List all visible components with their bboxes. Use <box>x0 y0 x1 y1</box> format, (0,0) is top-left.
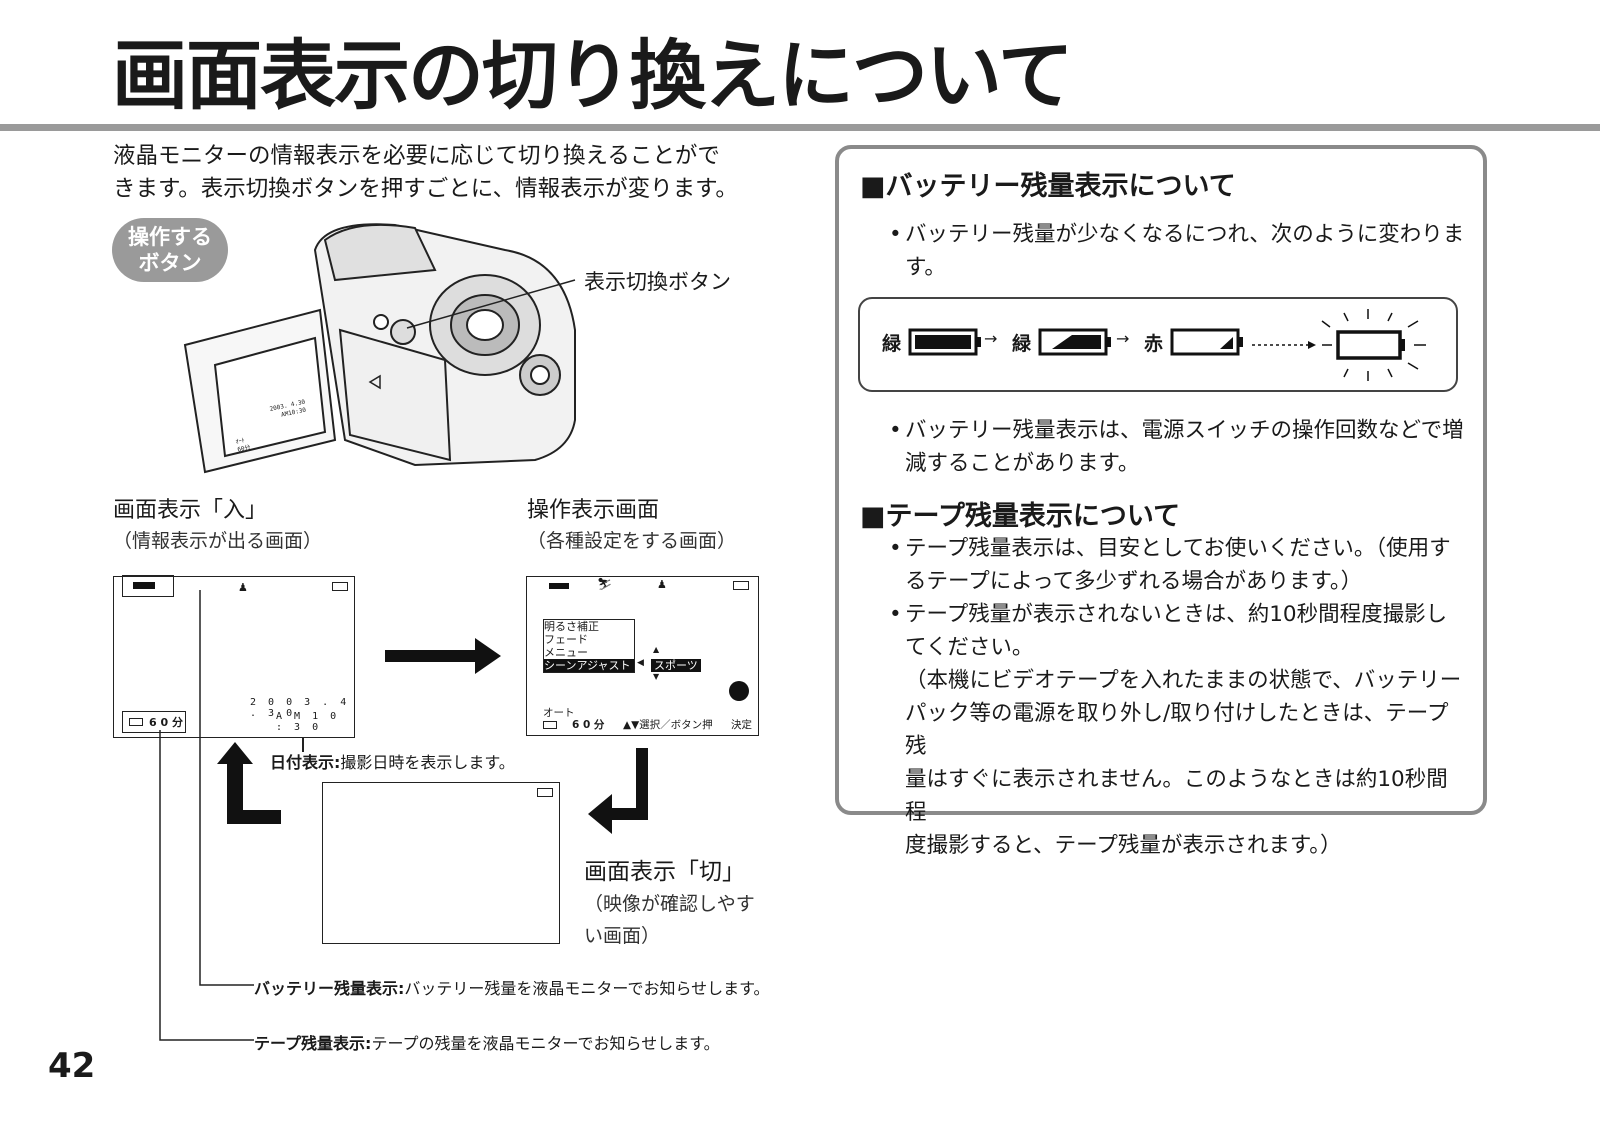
screen-off-subheading: （映像が確認しやす い画面） <box>584 888 755 952</box>
tape-heading: ■テープ残量表示について <box>860 501 1181 532</box>
date-note-label: 日付表示: <box>270 753 341 772</box>
tape-note-label: テープ残量表示: <box>254 1034 372 1053</box>
bullet-line: テープ残量表示は、目安としてお使いください。（使用す <box>905 536 1451 561</box>
info-box <box>835 145 1487 815</box>
battery-level-label: 赤 <box>1144 333 1164 355</box>
menu-item: フェード <box>544 633 588 646</box>
left-triangle-icon: ◀ <box>637 658 644 668</box>
tape-cassette-icon <box>129 718 143 726</box>
menu-screen-subheading: （各種設定をする画面） <box>527 530 737 552</box>
date-callout-tick <box>302 738 304 752</box>
battery-note-text: バッテリー残量を液晶モニターでお知らせします。 <box>404 979 770 998</box>
intro-line: 液晶モニターの情報表示を必要に応じて切り換えることがで <box>113 143 720 169</box>
battery-level-label: 緑 <box>1012 333 1032 355</box>
battery-indicator-frame <box>122 575 174 597</box>
bullet-line: バッテリー残量表示は、電源スイッチの操作回数などで増 <box>905 418 1464 443</box>
arrow-up-icon <box>217 742 281 824</box>
joystick-icon <box>729 681 749 701</box>
operation-button-badge: 操作する ボタン <box>112 218 228 282</box>
down-triangle-icon: ▼ <box>653 672 660 681</box>
battery-level-label: 緑 <box>882 333 902 355</box>
bullet-line: パック等の電源を取り外し/取り付けしたときは、テープ残 <box>905 701 1449 759</box>
cassette-icon <box>332 582 348 591</box>
battery-empty-blinking-icon <box>1252 309 1426 381</box>
camcorder-illustration: 2003. 4.30 AM10:30 ｵｰﾄ 60分 <box>183 223 576 474</box>
tape-indicator-frame: 6 0 分 <box>122 711 186 733</box>
tape-bullet-1: • テープ残量表示は、目安としてお使いください。（使用す るテープによって多少ず… <box>889 532 1465 598</box>
bullet-line: バッテリー残量が少なくなるにつれ、次のように変わりま <box>905 222 1465 247</box>
date-note-text: 撮影日時を表示します。 <box>340 753 515 772</box>
battery-low-icon <box>1170 328 1243 356</box>
arrow-icon: → <box>1116 329 1130 348</box>
page-number: 42 <box>48 1046 96 1086</box>
menu-item: 明るさ補正 <box>544 620 599 633</box>
battery-bullet-1: • バッテリー残量が少なくなるにつれ、次のように変わりま す。 <box>889 218 1465 284</box>
camera-lcd-tape: 60分 <box>237 443 252 454</box>
screen-on-heading: 画面表示「入」 <box>113 498 268 523</box>
bullet-line: テープ残量が表示されないときは、約10秒間程度撮影し <box>905 602 1448 627</box>
screen-on-date: 2 0 0 3 . 4 . 3 0 <box>250 697 350 719</box>
battery-note-label: バッテリー残量表示: <box>254 979 405 998</box>
menu-tape-remaining: 6 0 分 <box>572 719 605 731</box>
bullet-line: 度撮影すると、テープ残量が表示されます。） <box>905 833 1342 858</box>
arrow-right-icon <box>385 638 501 674</box>
screen-on-subheading: （情報表示が出る画面） <box>113 530 323 552</box>
arrow-down-left-icon <box>588 748 648 834</box>
screen-on-time: A M 1 0 : 3 0 <box>276 711 340 733</box>
bullet-line: 量はすぐに表示されません。このようなときは約10秒間程 <box>905 767 1448 825</box>
battery-half-icon <box>1038 328 1111 356</box>
intro-line: きます。表示切換ボタンを押すごとに、情報表示が変ります。 <box>113 176 738 202</box>
badge-line: 操作する <box>128 225 212 249</box>
bullet-line: 減することがあります。 <box>905 451 1140 476</box>
bullet-line: るテープによって多少ずれる場合があります。） <box>905 569 1363 594</box>
menu-decide: 決定 <box>731 719 752 731</box>
bullet-line: （本機にビデオテープを入れたままの状態で、バッテリー <box>905 668 1462 693</box>
cassette-icon <box>733 581 749 590</box>
badge-line: ボタン <box>138 251 202 275</box>
arrow-icon: → <box>984 329 998 348</box>
battery-icon <box>133 582 155 589</box>
tape-note: テープ残量表示:テープの残量を液晶モニターでお知らせします。 <box>254 1030 720 1054</box>
page-title: 画面表示の切り換えについて <box>112 31 1074 120</box>
screen-off-sub-line: い画面） <box>584 925 661 947</box>
date-note: 日付表示:撮影日時を表示します。 <box>270 749 515 773</box>
tape-bullet-2: • テープ残量が表示されないときは、約10秒間程度撮影し てください。 （本機に… <box>889 598 1465 862</box>
tape-cassette-icon <box>543 721 557 729</box>
intro-text: 液晶モニターの情報表示を必要に応じて切り換えることがで きます。表示切換ボタンを… <box>113 140 793 206</box>
title-rule <box>0 124 1600 131</box>
person-icon: ♟ <box>238 581 248 594</box>
screen-off-display <box>322 782 560 944</box>
battery-bullet-2: • バッテリー残量表示は、電源スイッチの操作回数などで増 減することがあります。 <box>889 414 1465 480</box>
battery-note: バッテリー残量表示:バッテリー残量を液晶モニターでお知らせします。 <box>254 975 770 999</box>
person-icon: ♟ <box>657 578 667 591</box>
menu-screen-display: ⛷ ♟ 明るさ補正 フェード メニュー シーンアジャスト ◀ スポーツ ▲ ▼ … <box>526 576 759 736</box>
menu-item-selected: シーンアジャスト <box>544 659 634 672</box>
screen-off-sub-line: （映像が確認しやす <box>584 893 755 915</box>
bullet-line: てください。 <box>905 635 1034 660</box>
up-triangle-icon: ▲ <box>653 645 660 654</box>
battery-heading: ■バッテリー残量表示について <box>860 171 1236 202</box>
screen-off-heading: 画面表示「切」 <box>584 859 745 885</box>
display-button-label: 表示切換ボタン <box>584 270 731 294</box>
camera-lcd-mode: ｵｰﾄ <box>235 437 245 446</box>
menu-item: メニュー <box>544 646 588 659</box>
battery-icon <box>549 583 569 589</box>
tape-note-text: テープの残量を液晶モニターでお知らせします。 <box>371 1034 720 1053</box>
menu-hint: ▲▼選択／ボタン押 <box>623 719 713 731</box>
menu-screen-heading: 操作表示画面 <box>527 498 660 523</box>
cassette-icon <box>537 788 553 797</box>
battery-levels-panel: 緑 → 緑 → 赤 <box>858 297 1458 392</box>
bullet-line: す。 <box>905 255 946 280</box>
battery-full-icon <box>908 328 981 356</box>
menu-list: 明るさ補正 フェード メニュー シーンアジャスト <box>543 619 635 673</box>
screen-on-display: ♟ 2 0 0 3 . 4 . 3 0 A M 1 0 : 3 0 6 0 分 <box>113 575 355 738</box>
callout-lines <box>159 590 254 1041</box>
menu-auto-label: オート <box>543 707 575 719</box>
tape-remaining: 6 0 分 <box>149 716 183 729</box>
scene-value: スポーツ <box>651 659 701 672</box>
sports-icon: ⛷ <box>597 577 613 591</box>
